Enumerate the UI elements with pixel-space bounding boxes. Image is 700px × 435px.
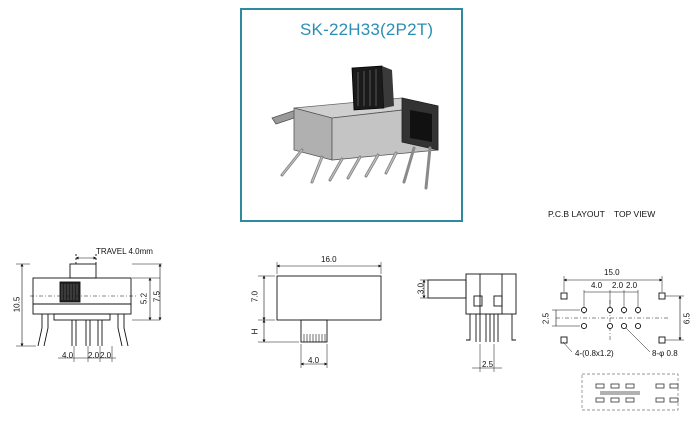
dim-actuator-width: 4.0	[308, 356, 320, 365]
dim-pcb-height: 6.5	[682, 312, 692, 325]
dim-pcb-pitch-a: 4.0	[591, 281, 603, 290]
end-view-drawing	[420, 273, 517, 372]
dim-side-pitch-c: 2.0	[100, 351, 112, 360]
dim-lever: 3.0	[416, 282, 426, 295]
dim-pcb-pitch-b: 2.0	[612, 281, 624, 290]
top-view-caption: TOP VIEW	[614, 209, 656, 219]
dim-top-height: 7.5	[152, 290, 162, 303]
dim-body-height: 5.2	[139, 292, 149, 305]
dim-front-height: 7.0	[250, 290, 260, 303]
dim-side-pitch-a: 4.0	[62, 351, 74, 360]
dim-pcb-row: 2.5	[541, 312, 551, 325]
note-mount-slots: 4-(0.8x1.2)	[575, 349, 614, 358]
note-pin-holes: 8-φ 0.8	[652, 349, 678, 358]
pcb-layout-drawing	[552, 276, 684, 411]
front-view-drawing	[258, 262, 382, 368]
dim-h: H	[250, 328, 260, 335]
model-title: SK-22H33(2P2T)	[300, 20, 434, 39]
dim-pcb-width: 15.0	[604, 268, 620, 277]
dim-length: 16.0	[321, 255, 337, 264]
dim-side-pitch-b: 2.0	[88, 351, 100, 360]
dim-pin-pitch: 2.5	[482, 360, 494, 369]
side-view-drawing	[16, 254, 162, 362]
pcb-layout-caption: P.C.B LAYOUT	[548, 209, 605, 219]
switch-photo-illustration	[271, 65, 439, 190]
travel-label: TRAVEL 4.0mm	[96, 247, 153, 256]
product-photo-frame: SK-22H33(2P2T)	[240, 8, 463, 222]
dim-total-height: 10.5	[12, 296, 22, 313]
dim-pcb-pitch-c: 2.0	[626, 281, 638, 290]
